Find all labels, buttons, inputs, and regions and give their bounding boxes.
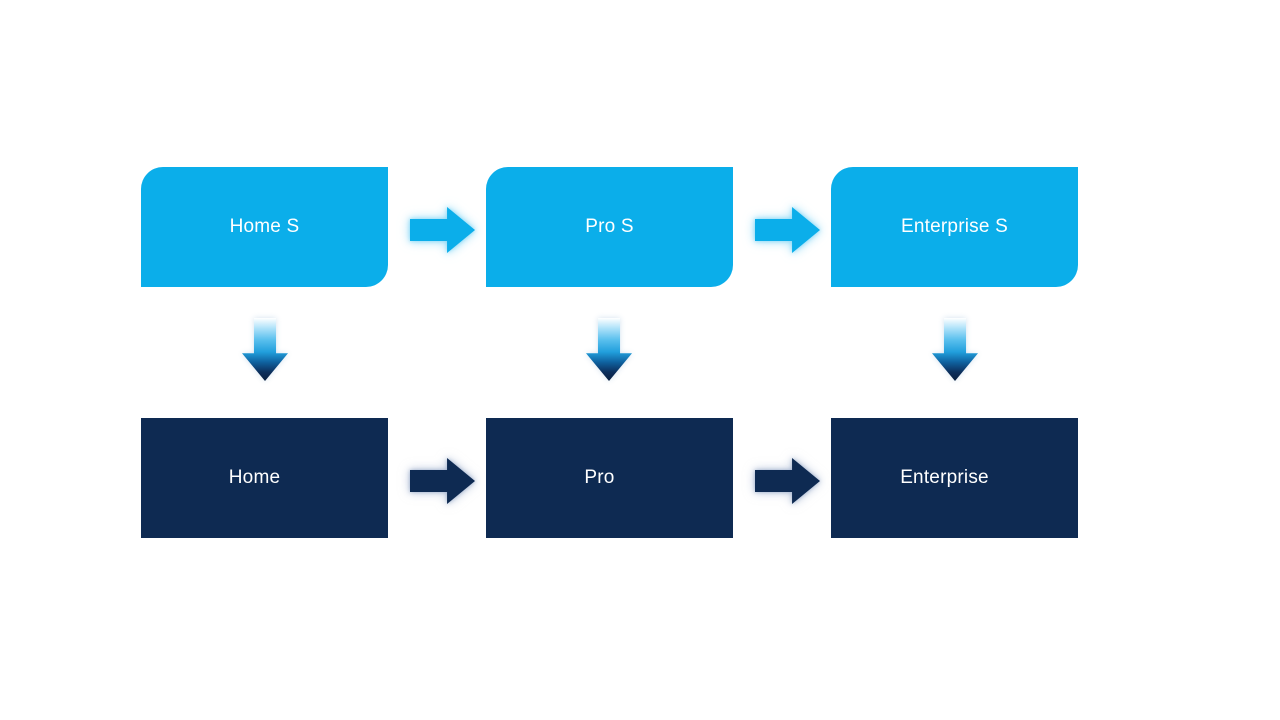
bottom-box-pro-label: Pro (584, 467, 615, 488)
right-arrow-icon (755, 207, 820, 253)
right-arrow-icon (755, 458, 820, 504)
down-arrow-icon (242, 318, 288, 381)
right-arrow-icon (410, 458, 475, 504)
top-box-enterprise-s-label: Enterprise S (901, 216, 1008, 237)
right-arrow-shape (410, 207, 475, 253)
bottom-box-enterprise: Enterprise (831, 418, 1078, 538)
down-arrow-shape (242, 318, 288, 381)
down-arrow-shape (586, 318, 632, 381)
top-box-pro-s-label: Pro S (585, 216, 634, 237)
down-arrow-icon (932, 318, 978, 381)
bottom-box-enterprise-label: Enterprise (900, 467, 989, 488)
right-arrow-shape (755, 458, 820, 504)
right-arrow-shape (755, 207, 820, 253)
down-arrow-icon (586, 318, 632, 381)
right-arrow-icon (410, 207, 475, 253)
down-arrow-shape (932, 318, 978, 381)
bottom-box-home: Home (141, 418, 388, 538)
bottom-box-pro: Pro (486, 418, 733, 538)
top-box-home-s-label: Home S (229, 216, 300, 237)
right-arrow-shape (410, 458, 475, 504)
top-box-home-s: Home S (141, 167, 388, 287)
bottom-box-home-label: Home (228, 467, 281, 488)
top-box-enterprise-s: Enterprise S (831, 167, 1078, 287)
top-box-pro-s: Pro S (486, 167, 733, 287)
